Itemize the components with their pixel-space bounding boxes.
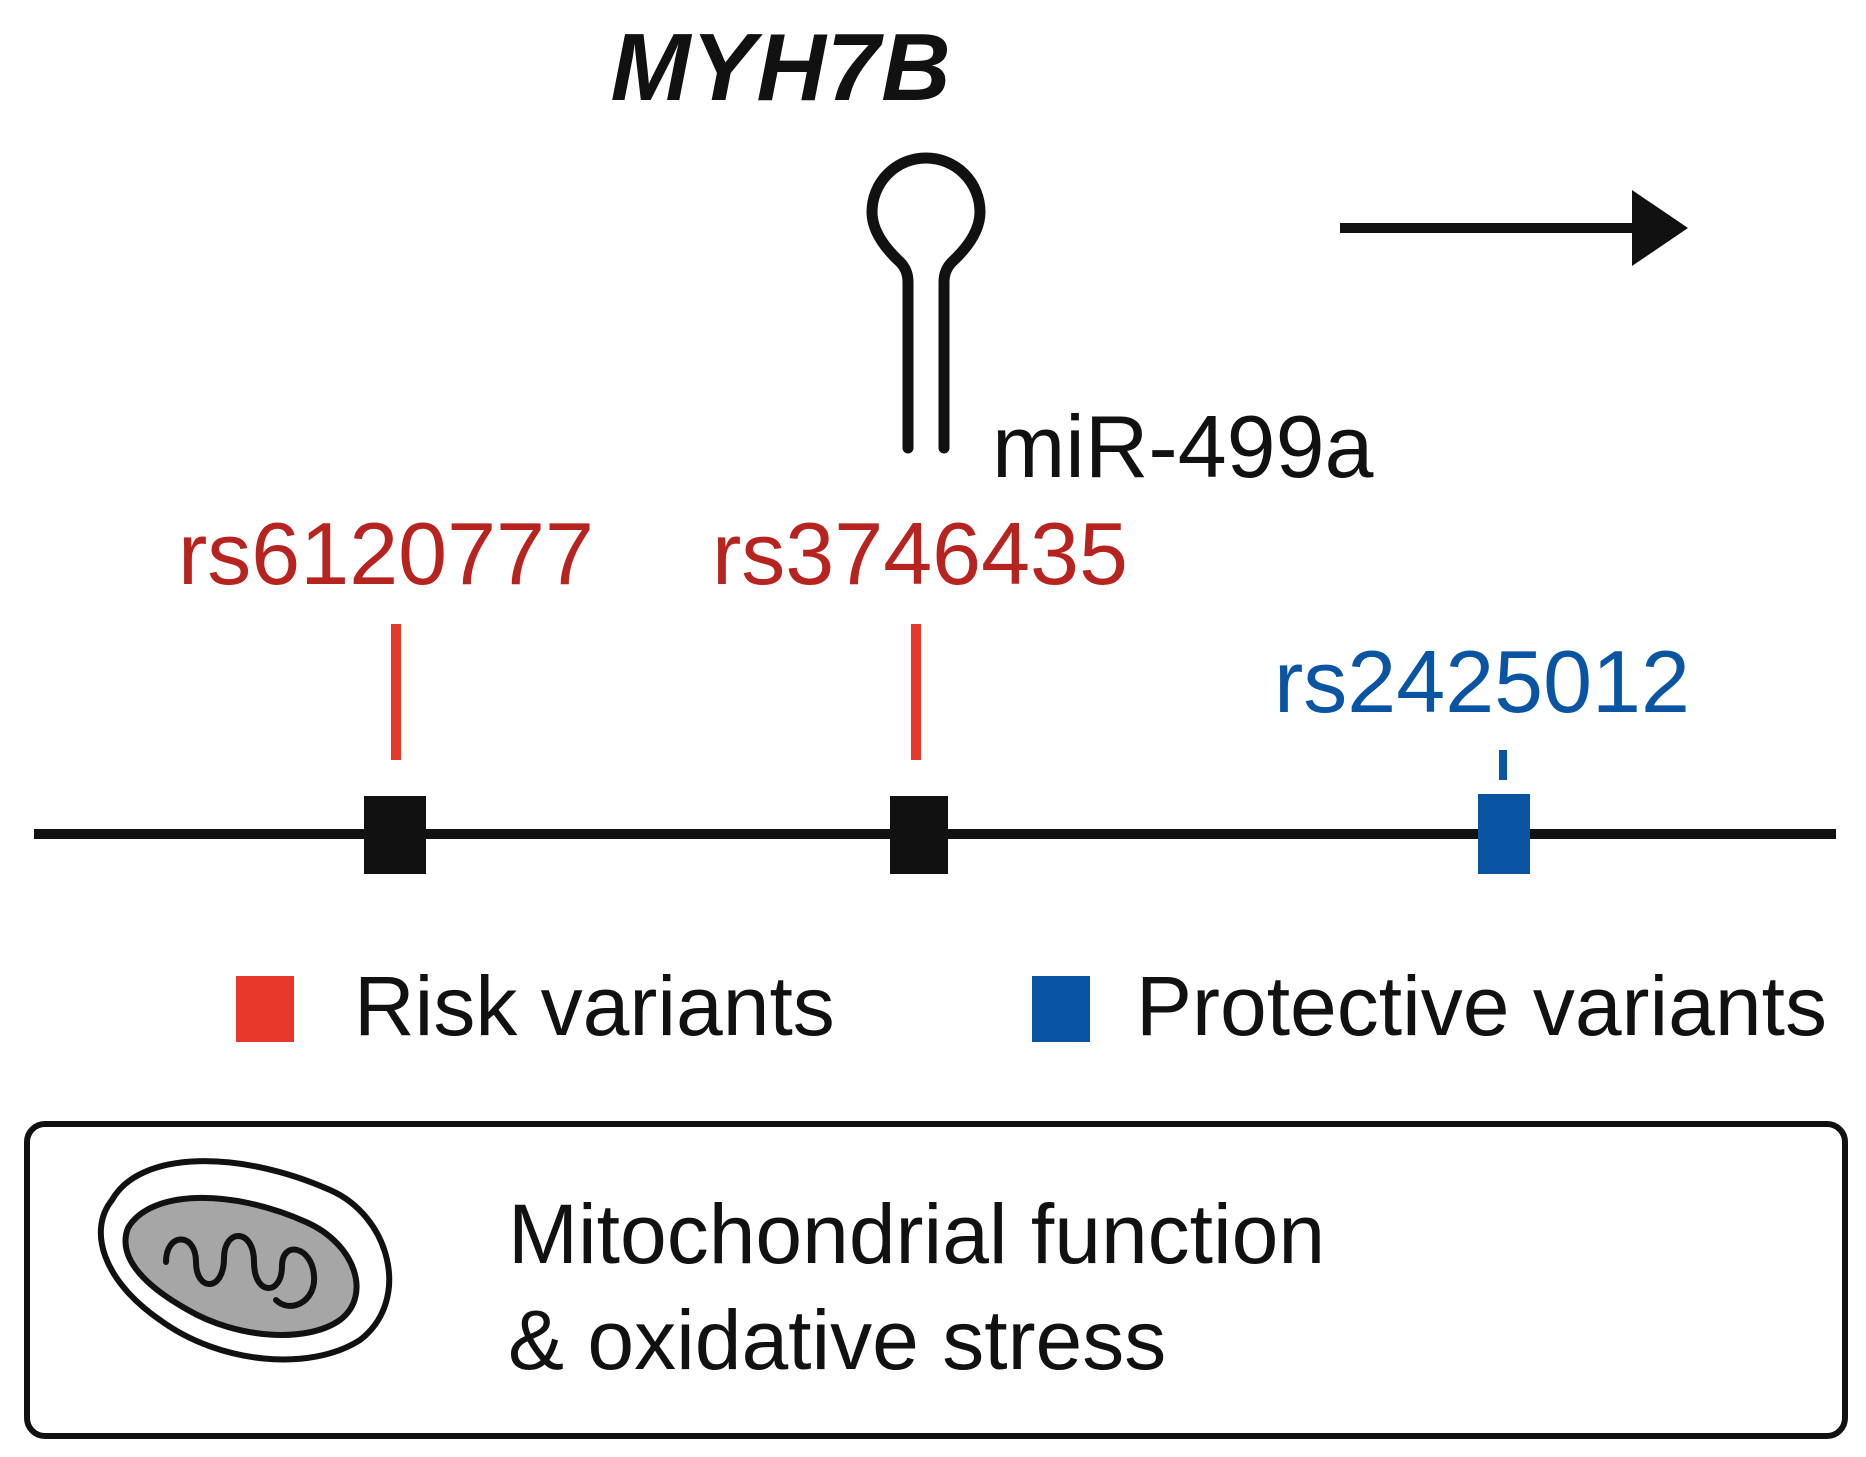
function-box-line-1: Mitochondrial function	[508, 1187, 1326, 1281]
variant-tick-2	[911, 624, 921, 760]
function-box	[24, 1121, 1848, 1439]
variant-label-2: rs3746435	[712, 504, 1128, 603]
gene-title: MYH7B	[610, 14, 952, 121]
variant-tick-3	[1499, 750, 1507, 780]
exon-2	[890, 796, 948, 874]
legend-protective-swatch	[1032, 976, 1090, 1042]
mitochondrion-icon	[97, 1158, 393, 1363]
variant-tick-1	[391, 624, 401, 760]
transcription-arrow	[1340, 190, 1688, 266]
variant-label-3: rs2425012	[1274, 632, 1690, 731]
exon-1	[364, 796, 426, 874]
exon-3	[1478, 794, 1530, 874]
legend-protective-label: Protective variants	[1136, 959, 1827, 1053]
mirna-hairpin-icon	[866, 152, 986, 454]
function-box-line-2: & oxidative stress	[508, 1293, 1167, 1387]
legend-risk-label: Risk variants	[354, 959, 835, 1053]
legend-risk-swatch	[236, 976, 294, 1042]
mirna-label: miR-499a	[992, 397, 1374, 496]
variant-label-1: rs6120777	[178, 504, 594, 603]
